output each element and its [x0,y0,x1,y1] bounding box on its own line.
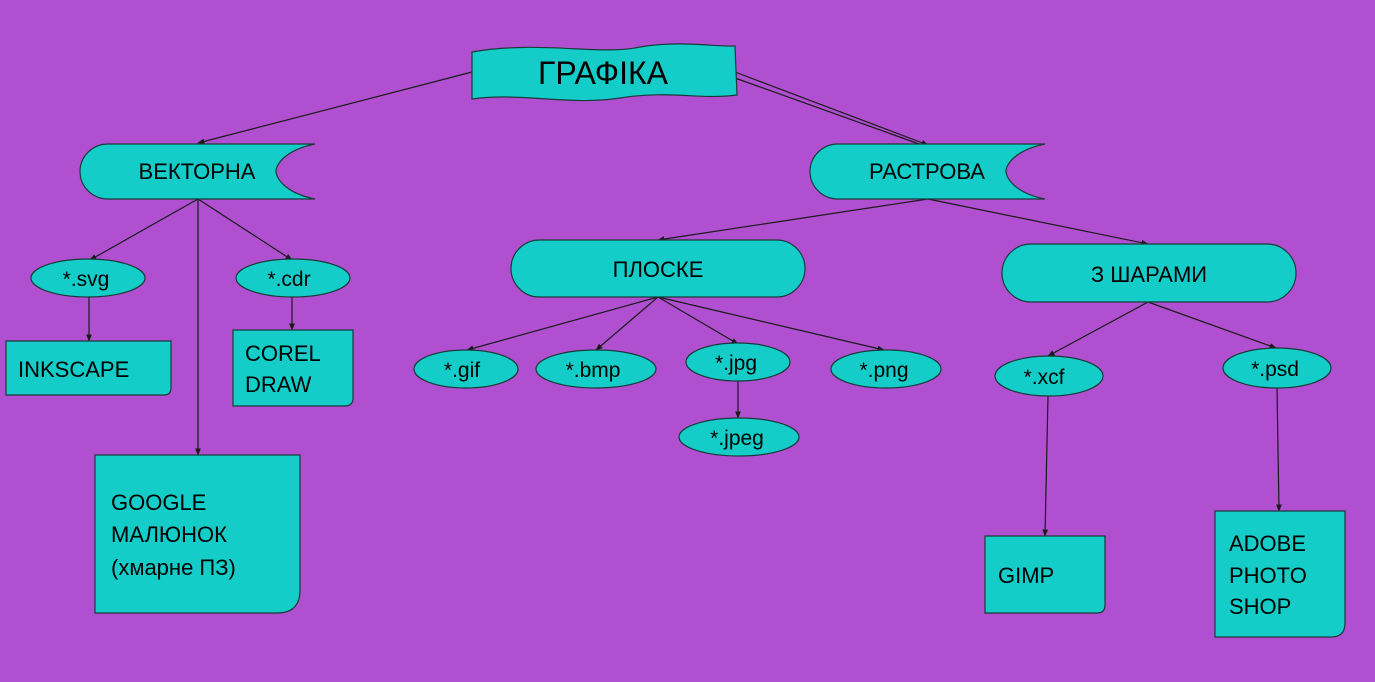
edge-raster-layered [927,198,1149,246]
inkscape-label: INKSCAPE [18,357,129,382]
node-png: *.png [830,349,942,389]
node-inkscape: INKSCAPE [5,340,172,396]
edge-raster-flat [657,198,929,242]
node-layered: З ШАРАМИ [1001,243,1297,303]
edge-vector-svg [89,198,199,261]
node-psd: *.psd [1222,347,1332,389]
node-jpg: *.jpg [685,342,791,382]
node-gimp: GIMP [984,535,1106,614]
edge-flat-gif [466,296,659,352]
node-xcf: *.xcf [994,355,1104,397]
edge-psd-photoshop [1276,387,1282,512]
node-gif: *.gif [413,349,519,389]
png-label: *.png [859,359,908,382]
svg-label: *.svg [63,268,110,291]
photoshop-line-1: ADOBE [1229,531,1306,556]
photoshop-line-3: SHOP [1229,594,1291,619]
node-raster: РАСТРОВА [809,143,1046,200]
edge-root-raster [734,71,929,146]
corel-line-2: DRAW [245,372,312,397]
edge-vector-cdr [197,198,293,261]
edge-layered-xcf [1047,301,1149,357]
corel-line-1: COREL [245,341,321,366]
raster-label: РАСТРОВА [869,159,985,184]
edge-flat-bmp [595,296,659,351]
psd-label: *.psd [1251,358,1299,381]
flat-label: ПЛОСКЕ [613,257,704,282]
node-cdr: *.cdr [235,258,351,298]
bmp-label: *.bmp [566,359,621,382]
edge-layered-psd [1147,301,1277,349]
gimp-label: GIMP [998,563,1054,588]
node-google: GOOGLE МАЛЮНОК (хмарне ПЗ) [94,454,301,614]
jpeg-label: *.jpeg [710,427,764,450]
edge-xcf-gimp [1042,395,1049,537]
node-flat: ПЛОСКЕ [510,239,806,298]
edge-flat-png [657,296,885,352]
google-line-2: МАЛЮНОК [111,522,227,547]
layered-label: З ШАРАМИ [1091,262,1207,287]
root-label: ГРАФІКА [538,55,669,91]
node-root: ГРАФІКА [471,43,738,102]
edge-root-raster-2 [734,77,923,146]
node-photoshop: ADOBE PHOTO SHOP [1214,510,1346,638]
gif-label: *.gif [444,359,480,382]
node-bmp: *.bmp [535,349,657,389]
photoshop-line-2: PHOTO [1229,563,1307,588]
edges [86,67,1282,537]
node-jpeg: *.jpeg [678,417,800,457]
google-line-3: (хмарне ПЗ) [111,555,236,580]
jpg-label: *.jpg [715,352,757,375]
node-vector: ВЕКТОРНА [79,143,316,200]
xcf-label: *.xcf [1024,366,1065,389]
edge-root-vector [197,67,479,145]
google-line-1: GOOGLE [111,490,206,515]
node-svg: *.svg [30,258,146,298]
vector-label: ВЕКТОРНА [139,159,256,184]
node-corel: COREL DRAW [232,329,354,407]
cdr-label: *.cdr [267,268,310,291]
edge-flat-jpg [657,296,739,345]
